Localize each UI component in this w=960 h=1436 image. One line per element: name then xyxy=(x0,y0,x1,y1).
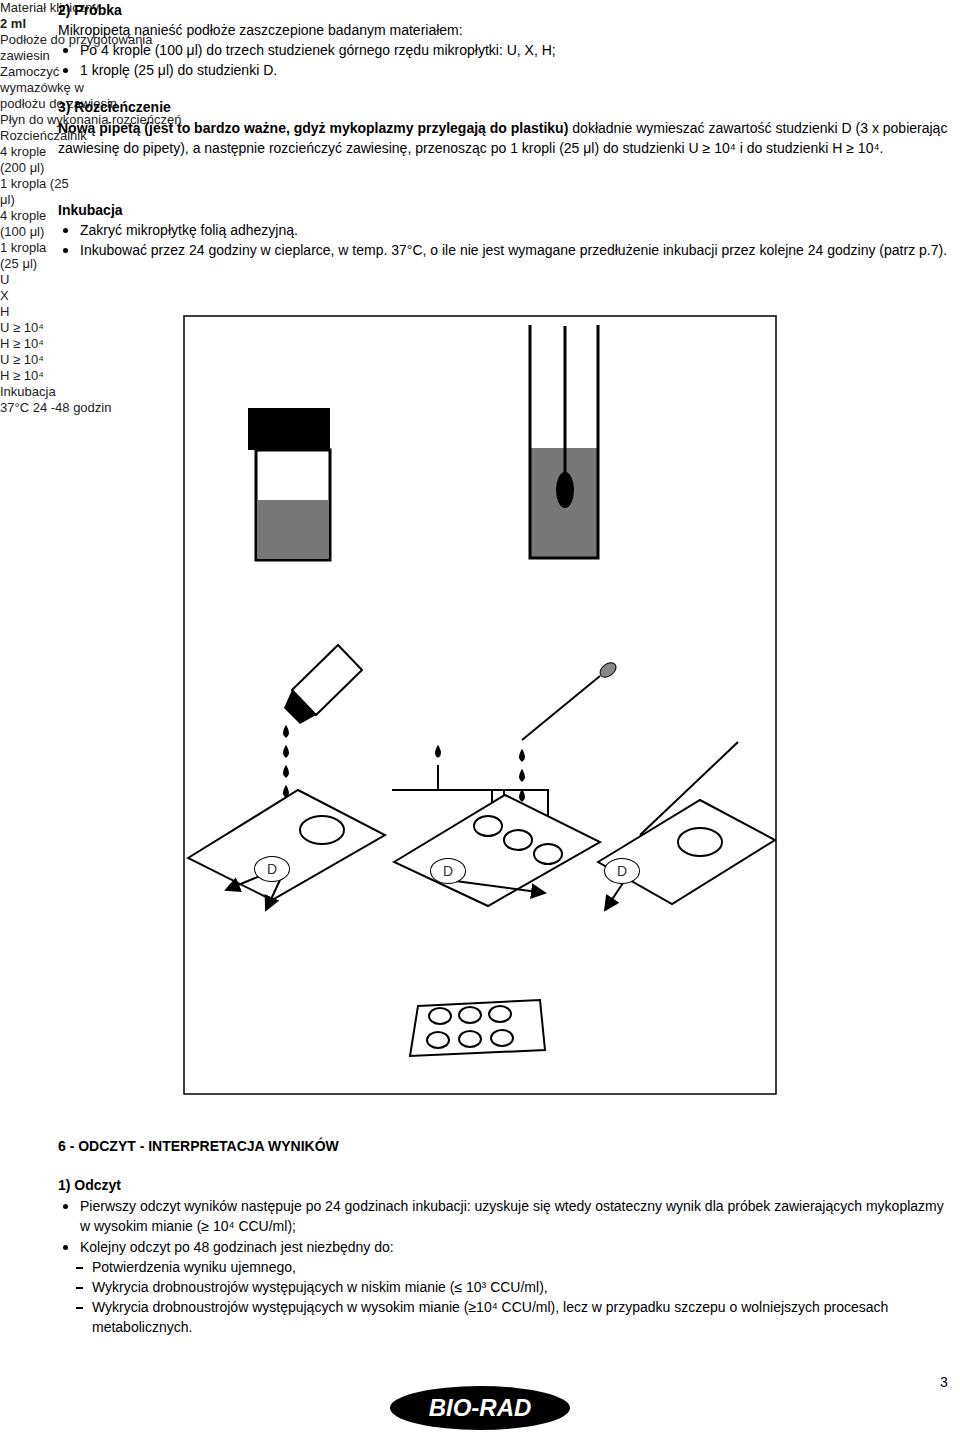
well-label: D xyxy=(267,861,277,877)
dropper-bottle xyxy=(284,645,362,796)
figure-label: U ≥ 10⁴ xyxy=(0,320,70,336)
figure-label: Inkubacja xyxy=(0,384,120,400)
dilution-arrows xyxy=(226,876,625,910)
logo-oval xyxy=(390,1386,570,1430)
body-text: Zakryć mikropłytkę folią adhezyjną. xyxy=(80,220,950,240)
body-text: Kolejny odczyt po 48 godzinach jest niez… xyxy=(80,1237,955,1257)
bullet-dot xyxy=(63,1245,68,1250)
body-text: 6 - ODCZYT - INTERPRETACJA WYNIKÓW xyxy=(58,1136,558,1156)
paragraph: Nową pipetą (jest to bardzo ważne, gdyż … xyxy=(58,118,956,158)
well: D xyxy=(430,858,466,884)
body-text: Po 4 krople (100 μl) do trzech studziene… xyxy=(80,40,950,60)
well-label: D xyxy=(617,863,627,879)
body-text: 3) Rozcieńczenie xyxy=(58,97,358,117)
well: D xyxy=(604,858,640,884)
bullet-dot xyxy=(63,68,68,73)
bullet-dot xyxy=(63,1204,68,1209)
tube-with-swab xyxy=(530,325,598,558)
bullet-dot xyxy=(63,228,68,233)
body-text: Inkubacja xyxy=(58,200,358,220)
logo-text: BIO-RAD xyxy=(390,1395,570,1421)
figure-label: X xyxy=(0,288,20,304)
figure-label: U ≥ 10⁴ xyxy=(0,352,70,368)
bullet-dot xyxy=(63,248,68,253)
body-text: Potwierdzenia wyniku ujemnego, xyxy=(92,1257,952,1277)
figure-frame xyxy=(184,316,776,1094)
body-text: 3 xyxy=(940,1372,954,1392)
bullet-dot xyxy=(63,48,68,53)
body-text: Inkubować przez 24 godziny w cieplarce, … xyxy=(80,240,955,260)
body-text: 1) Odczyt xyxy=(58,1175,258,1195)
body-text: Pierwszy odczyt wyników następuje po 24 … xyxy=(80,1196,955,1236)
bullet-dash xyxy=(76,1267,83,1269)
body-text: 1 kroplę (25 μl) do studzienki D. xyxy=(80,60,950,80)
body-text: 2) Próbka xyxy=(58,0,358,20)
figure-label: 1 kropla (25 μl) xyxy=(0,240,66,272)
bullet-dash xyxy=(76,1287,83,1289)
bottle xyxy=(248,408,330,560)
body-text: Mikropipetą nanieść podłoże zaszczepione… xyxy=(58,20,938,40)
bullet-dash xyxy=(76,1307,83,1309)
figure-label: H xyxy=(0,304,20,320)
figure-label: 2 ml xyxy=(0,16,60,32)
figure-label: 37°C 24 -48 godzin xyxy=(0,400,180,416)
bold-text: Nową pipetą (jest to bardzo ważne, gdyż … xyxy=(58,120,568,136)
well: D xyxy=(254,856,290,882)
well-label: D xyxy=(443,863,453,879)
figure-label: H ≥ 10⁴ xyxy=(0,336,70,352)
figure-label: H ≥ 10⁴ xyxy=(0,368,70,384)
body-text: Wykrycia drobnoustrojów występujących w … xyxy=(92,1277,952,1297)
figure-label: U xyxy=(0,272,20,288)
incubation-plate xyxy=(410,1000,545,1056)
body-text: Wykrycia drobnoustrojów występujących w … xyxy=(92,1297,954,1337)
